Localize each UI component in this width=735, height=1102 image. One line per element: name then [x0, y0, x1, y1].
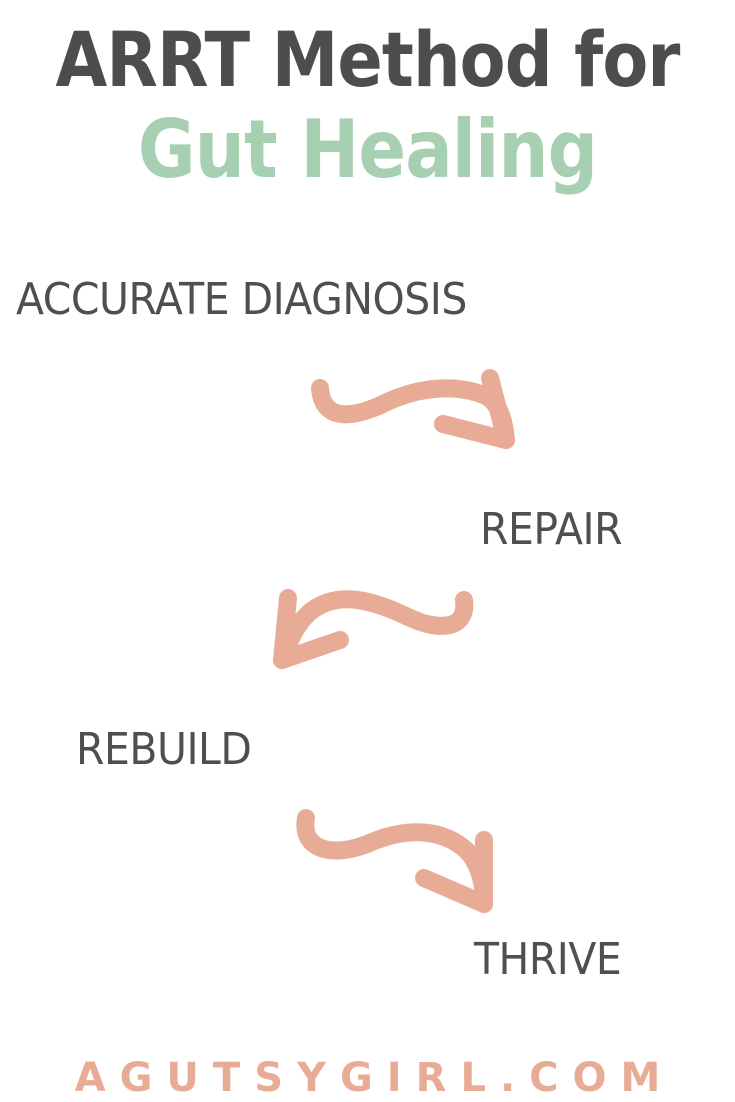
step-thrive: THRIVE — [474, 934, 622, 985]
step-accurate-diagnosis: ACCURATE DIAGNOSIS — [16, 274, 467, 325]
site-url: AGUTSYGIRL.COM — [74, 1055, 675, 1101]
page-subtitle: Gut Healing — [137, 103, 598, 196]
wavy-arrow-right-icon — [311, 369, 515, 449]
wavy-arrow-right-icon — [296, 809, 493, 913]
wavy-arrow-left-icon — [273, 589, 474, 669]
step-repair: REPAIR — [480, 504, 623, 555]
page-title: ARRT Method for — [55, 15, 680, 104]
step-rebuild: REBUILD — [76, 724, 252, 775]
